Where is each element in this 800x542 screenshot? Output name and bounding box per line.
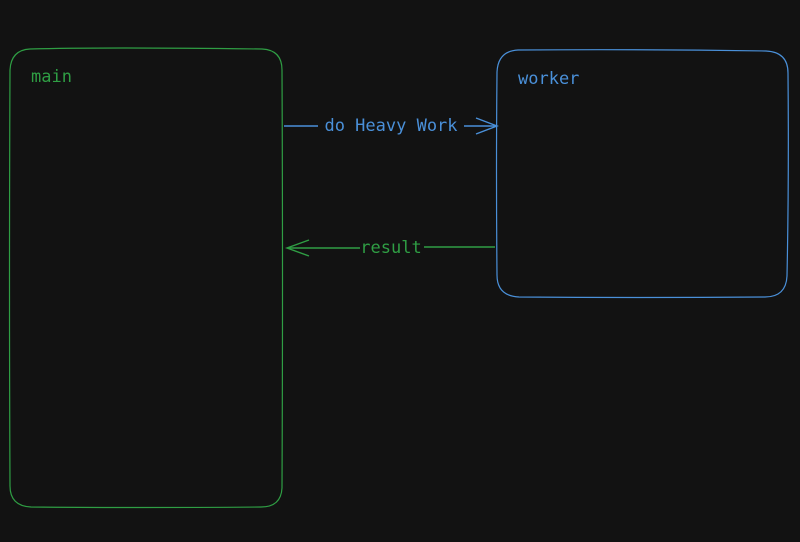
request-arrowhead	[475, 117, 499, 135]
main-box-border	[8, 47, 284, 509]
response-arrowhead	[284, 239, 310, 257]
response-arrow-label: result	[360, 238, 421, 258]
worker-box[interactable]: worker	[495, 49, 789, 299]
request-arrow[interactable]: do Heavy Work	[284, 116, 499, 136]
main-box[interactable]: main	[8, 47, 284, 509]
worker-box-border	[495, 49, 789, 299]
request-arrow-label: do Heavy Work	[324, 116, 457, 136]
worker-box-label: worker	[518, 69, 579, 89]
main-box-label: main	[31, 67, 72, 87]
response-arrow[interactable]: result	[284, 238, 495, 258]
